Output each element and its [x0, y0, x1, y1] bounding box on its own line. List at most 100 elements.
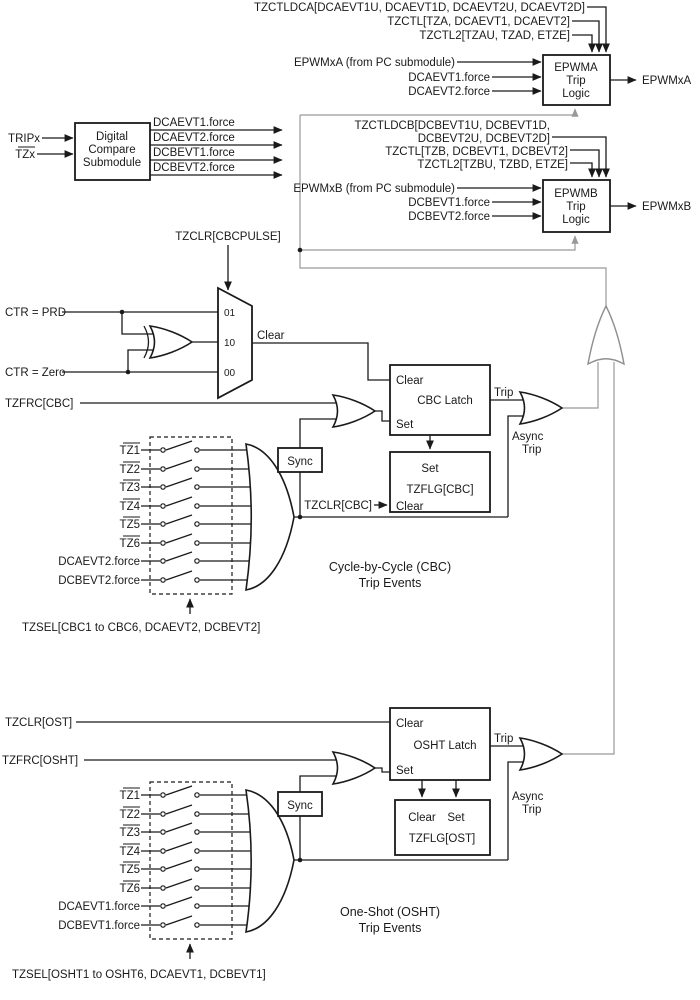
dc-output-label-4: DCBEVT2.force: [153, 162, 235, 174]
epwmb-config-label-3: TZCTL2[TZBU, TZBD, ETZE]: [417, 159, 568, 171]
epwmb-config-label-1a: TZCTLDCB[DCBEVT1U, DCBEVT1D,: [354, 120, 550, 132]
cbc-input-label: DCBEVT2.force: [58, 575, 140, 587]
epwmb-box-title-1: EPWMB: [554, 188, 598, 200]
tzfrc-osht-label: TZFRC[OSHT]: [2, 755, 78, 767]
mux-option-01: 01: [224, 308, 236, 319]
epwmb-box-title-2: Trip: [566, 201, 585, 213]
dc-box-title-1: Digital: [96, 131, 128, 143]
osht-flag-title: TZFLG[OST]: [409, 833, 475, 845]
osht-switch-row: TZ6: [120, 878, 253, 895]
epwmb-trip-logic-box: [542, 179, 611, 233]
cbc-latch-set-label: Set: [396, 419, 414, 431]
tzclr-ost-label: TZCLR[OST]: [5, 717, 72, 729]
digital-compare-box: [74, 122, 151, 181]
cbc-input-label: TZ6: [120, 538, 140, 550]
ctr-gate-extra-arc: [143, 325, 150, 359]
cbc-switch-row: TZ6: [120, 533, 253, 550]
osht-input-label: TZ6: [120, 883, 140, 895]
epwmb-config-label-1b: DCBEVT2U, DCBEVT2D]: [418, 133, 550, 145]
osht-caption-2: Trip Events: [359, 921, 422, 935]
wires-epwma: [457, 6, 637, 95]
tzsel-cbc-label: TZSEL[CBC1 to CBC6, DCAEVT2, DCBEVT2]: [22, 622, 260, 634]
cbc-flag-box: [389, 451, 491, 513]
osht-input-label: TZ2: [120, 809, 140, 821]
ctr-prd-label: CTR = PRD: [5, 307, 66, 319]
junction-dots: [119, 247, 303, 863]
epwmb-input-label-2: DCBEVT1.force: [408, 197, 490, 209]
epwma-box-title-3: Logic: [562, 88, 590, 100]
dc-output-label-2: DCAEVT2.force: [153, 132, 235, 144]
cbc-latch-title: CBC Latch: [417, 395, 473, 407]
osht-flag-set-label: Set: [447, 812, 465, 824]
wires-cbc-mux: [62, 245, 390, 381]
epwma-config-label-1: TZCTLDCA[DCAEVT1U, DCAEVT1D, DCAEVT2U, D…: [254, 2, 585, 14]
cbc-input-label: TZ5: [120, 519, 140, 531]
wires-digital-compare: [18, 126, 283, 179]
epwma-box-title-2: Trip: [566, 75, 585, 87]
cbc-switch-bank: TZ1 TZ2 TZ3 TZ4 TZ5 TZ6: [58, 436, 253, 595]
cbc-caption-1: Cycle-by-Cycle (CBC): [329, 560, 451, 574]
osht-trip-wire-label: Trip: [494, 733, 513, 745]
cbc-async-label-2: Trip: [522, 444, 541, 456]
epwmb-config-label-2: TZCTL[TZB, DCBEVT1, DCBEVT2]: [385, 146, 568, 158]
cbc-latch-box: [389, 364, 491, 436]
osht-switch-row: TZ4: [120, 841, 253, 858]
cbc-input-label: DCAEVT2.force: [58, 556, 140, 568]
osht-sync-label: Sync: [287, 800, 313, 812]
cbc-clear-wire-label: Clear: [257, 330, 285, 342]
tzfrc-cbc-label: TZFRC[CBC]: [5, 398, 73, 410]
tzx-label: TZx: [15, 149, 35, 161]
cbc-latch-clear-label: Clear: [396, 375, 424, 387]
tzclr-cbc-label: TZCLR[CBC]: [304, 500, 372, 512]
wires-osht-trip: [76, 721, 525, 959]
osht-or-gate-switches: [245, 789, 295, 933]
osht-input-label: DCAEVT1.force: [58, 901, 140, 913]
epwmxb-output-label: EPWMxB: [642, 201, 692, 213]
osht-flag-clear-label: Clear: [408, 812, 436, 824]
cbc-async-label-1: Async: [512, 431, 544, 443]
cbc-switch-dashed-box: [149, 436, 233, 595]
osht-async-or-gate: [518, 736, 564, 772]
epwma-input-label-3: DCAEVT2.force: [408, 86, 490, 98]
epwmxa-output-label: EPWMxA: [642, 75, 692, 87]
cbc-set-or-gate: [331, 393, 377, 429]
osht-switch-row: DCBEVT1.force: [58, 915, 253, 932]
epwma-input-label-2: DCAEVT1.force: [408, 72, 490, 84]
osht-latch-title: OSHT Latch: [413, 740, 476, 752]
osht-input-label: TZ1: [120, 790, 140, 802]
osht-caption-1: One-Shot (OSHT): [340, 905, 440, 919]
epwma-config-label-3: TZCTL2[TZAU, TZAD, ETZE]: [419, 30, 570, 42]
cbc-switch-row: TZ4: [120, 496, 253, 513]
cbc-input-label: TZ2: [120, 464, 140, 476]
cbc-switch-row: DCBEVT2.force: [58, 570, 253, 587]
dc-box-title-3: Submodule: [83, 157, 141, 169]
dc-output-label-3: DCBEVT1.force: [153, 147, 235, 159]
cbc-flag-clear-label: Clear: [396, 501, 424, 513]
epwma-config-label-2: TZCTL[TZA, DCAEVT1, DCAEVT2]: [387, 16, 570, 28]
cbc-sync-box: [277, 447, 323, 473]
osht-input-label: DCBEVT1.force: [58, 920, 140, 932]
cbc-caption-2: Trip Events: [359, 576, 422, 590]
osht-switch-row: TZ1: [120, 785, 253, 802]
dc-output-label-1: DCAEVT1.force: [153, 117, 235, 129]
epwmb-input-label-3: DCBEVT2.force: [408, 211, 490, 223]
wires-trip-return: [299, 108, 615, 755]
osht-switch-row: DCAEVT1.force: [58, 896, 253, 913]
osht-input-label: TZ5: [120, 864, 140, 876]
mux-option-00: 00: [224, 368, 236, 379]
tzsel-osht-label: TZSEL[OSHT1 to OSHT6, DCAEVT1, DCBEVT1]: [12, 969, 266, 981]
osht-async-label-2: Trip: [522, 804, 541, 816]
mux-option-10: 10: [224, 338, 236, 349]
osht-async-label-1: Async: [512, 791, 544, 803]
osht-switch-row: TZ2: [120, 804, 253, 821]
wires-epwmb: [457, 136, 637, 220]
cbc-clear-mux: [217, 286, 253, 400]
cbc-input-label: TZ4: [120, 501, 141, 513]
osht-set-or-gate: [331, 750, 377, 786]
osht-latch-box: [389, 707, 491, 781]
ctr-or-gate: [148, 324, 194, 360]
cbc-flag-title: TZFLG[CBC]: [406, 484, 473, 496]
osht-input-label: TZ4: [120, 846, 141, 858]
osht-switch-bank: TZ1 TZ2 TZ3 TZ4 TZ5 TZ6: [58, 781, 253, 940]
